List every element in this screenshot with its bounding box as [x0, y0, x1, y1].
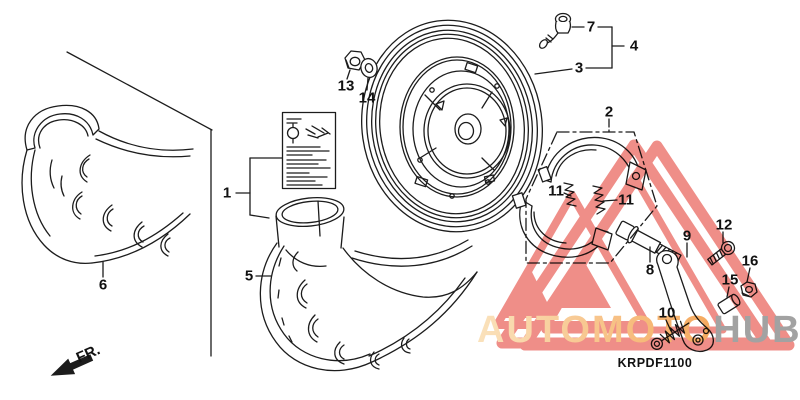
fr-label: FR.: [74, 341, 103, 366]
callout-13: 13: [337, 77, 355, 95]
tire-label-sticker-drawing: [281, 111, 337, 190]
callout-10: 10: [658, 304, 676, 322]
shoe-springs-drawing: [563, 182, 606, 215]
callout-1: 1: [222, 184, 232, 202]
diagram-code: KRPDF1100: [617, 356, 693, 370]
fr-direction-arrow-icon: FR.: [50, 341, 103, 376]
callout-16: 16: [741, 252, 759, 270]
callout-11-right: 11: [618, 191, 634, 209]
callout-6: 6: [98, 276, 108, 294]
callout-4: 4: [629, 37, 639, 55]
callout-5: 5: [244, 267, 254, 285]
pin-drawing: [717, 293, 741, 315]
valve-stem-drawing: [538, 12, 572, 49]
panel-border-lines: [66, 51, 213, 357]
callout-9: 9: [682, 227, 692, 245]
tire-drawing: [259, 196, 478, 372]
nut-drawing: [740, 281, 758, 298]
tire-section-drawing: [21, 104, 194, 265]
washer-drawing: [360, 57, 378, 79]
callout-7: 7: [586, 18, 596, 36]
callout-15: 15: [721, 271, 739, 289]
bolt-drawing: [707, 240, 736, 266]
callout-2: 2: [604, 103, 614, 121]
callout-12: 12: [715, 216, 733, 234]
brake-arm-drawing: [656, 250, 715, 353]
callout-14: 14: [358, 89, 376, 107]
callout-8: 8: [645, 261, 655, 279]
callout-11-left: 11: [548, 182, 564, 200]
rear-wheel-drawing: [361, 19, 543, 233]
callout-3: 3: [574, 59, 584, 77]
